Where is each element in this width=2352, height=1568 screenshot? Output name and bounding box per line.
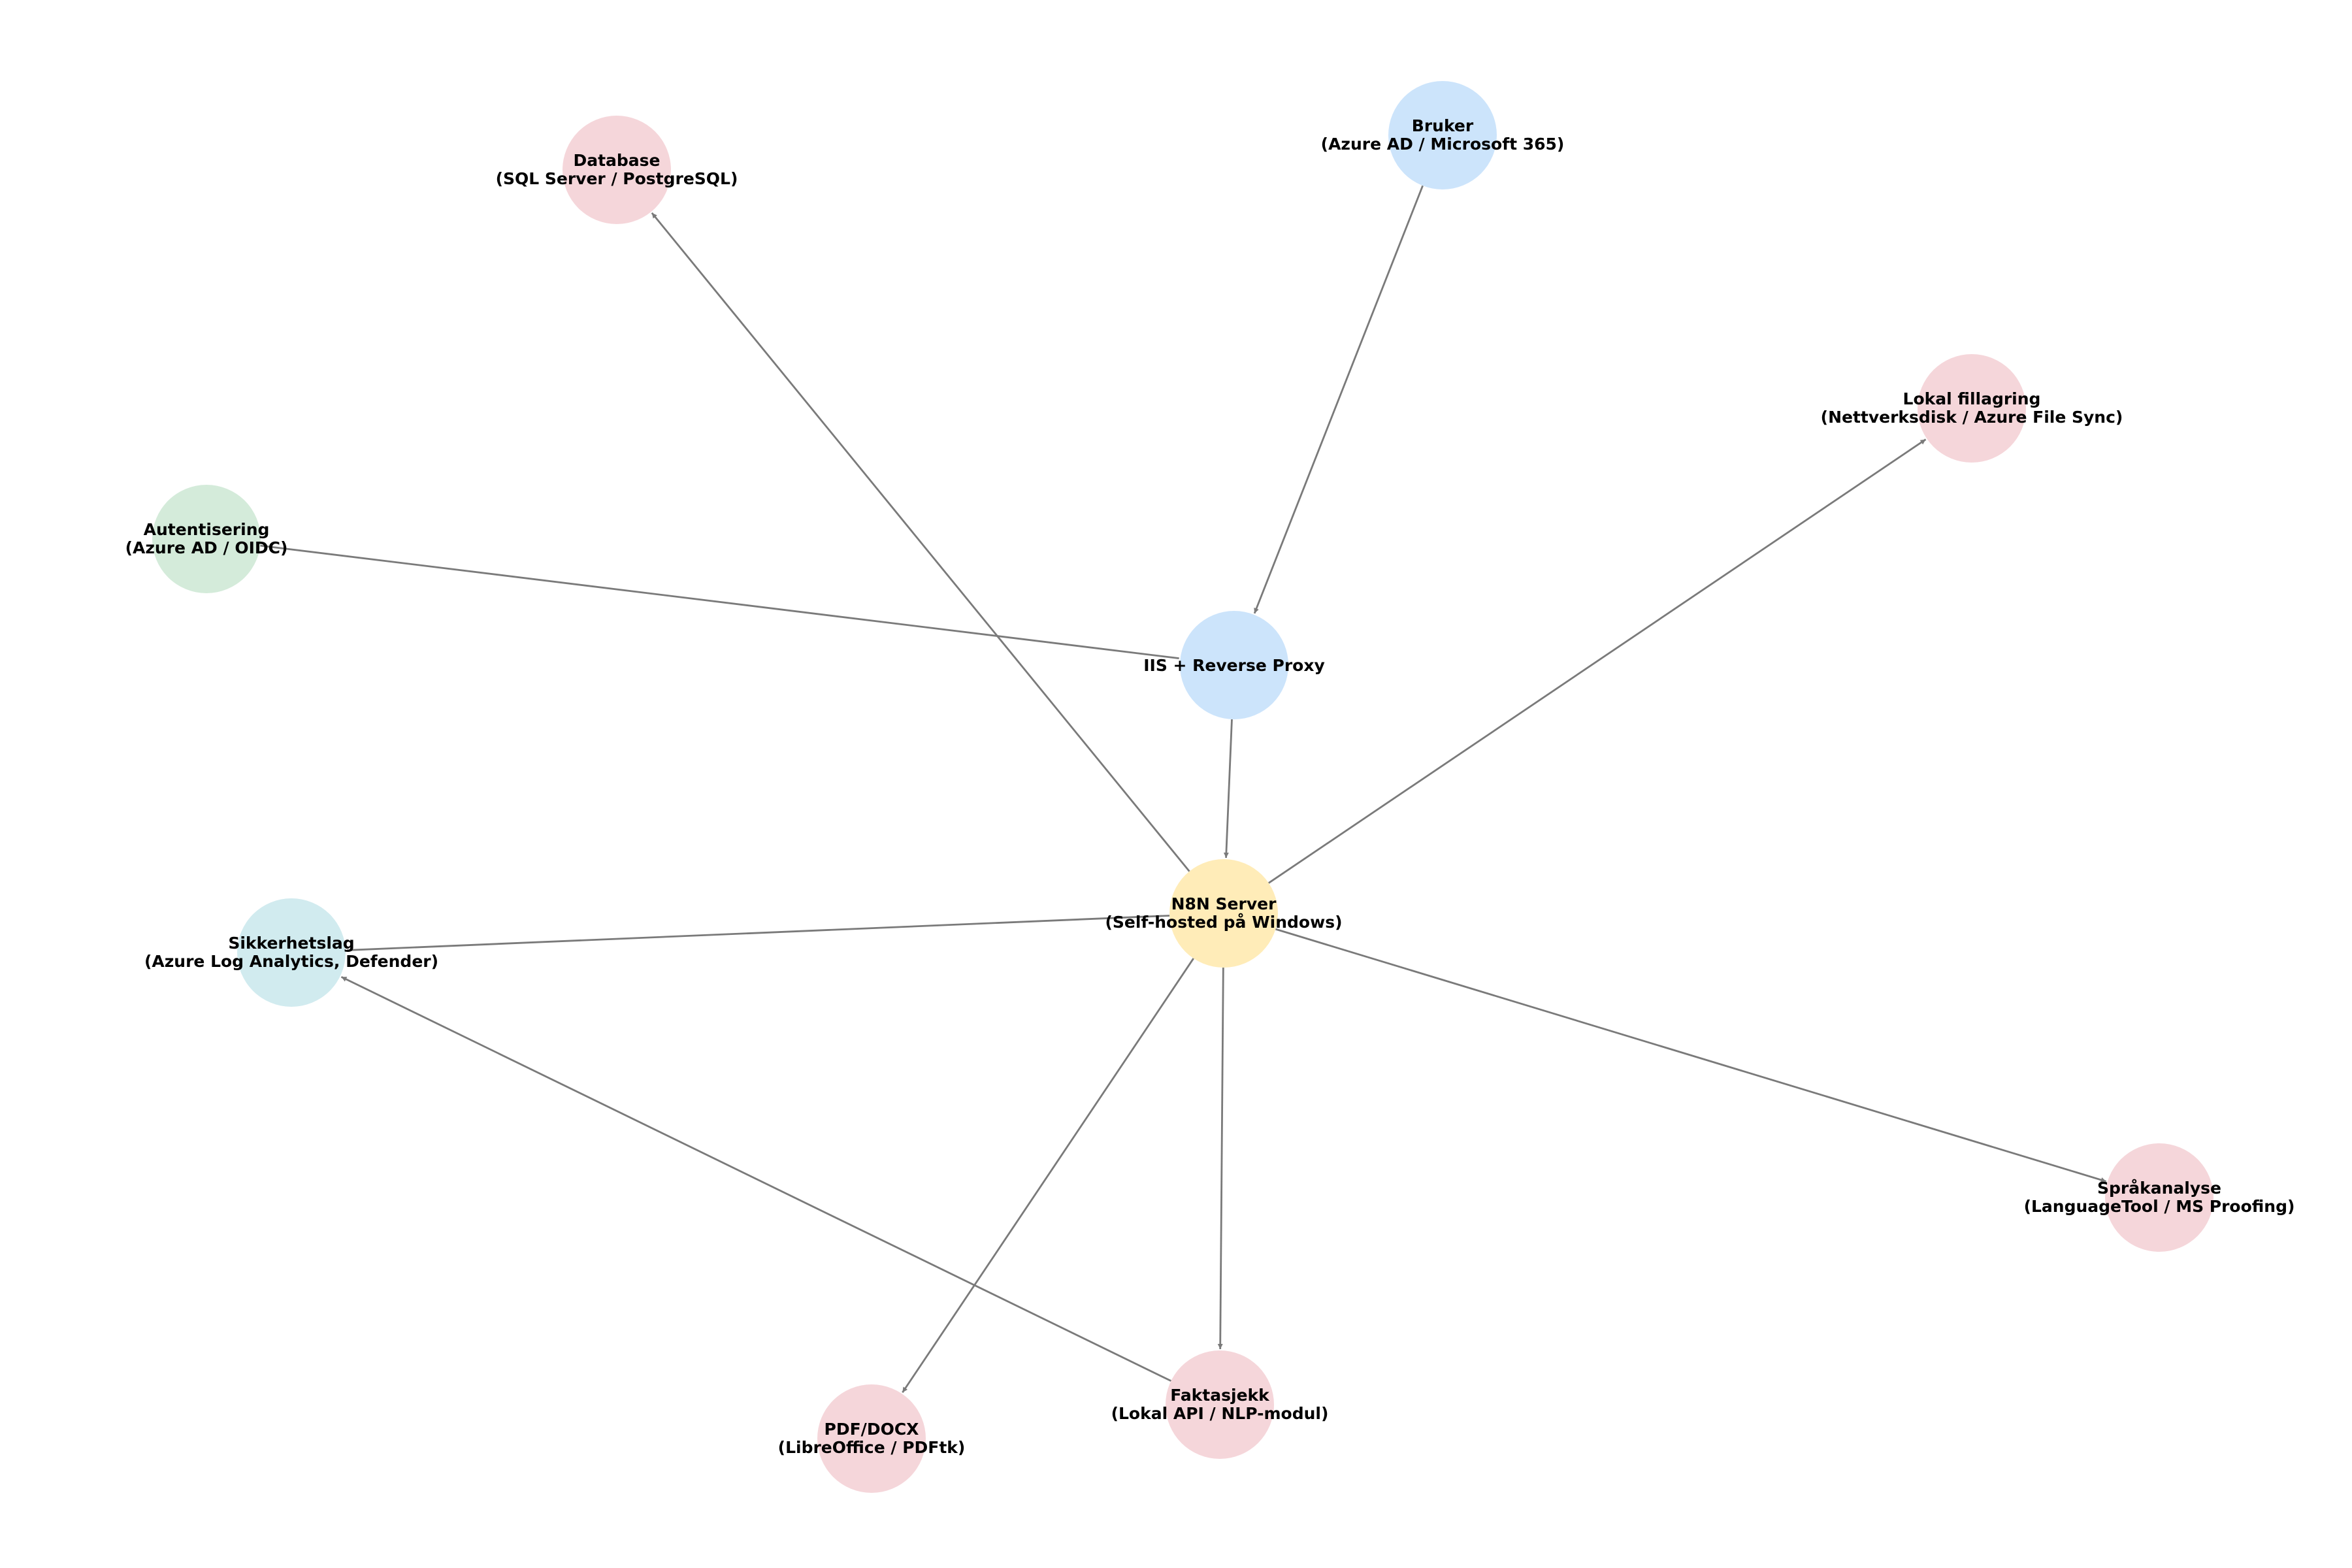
- node-subtitle-spraakanalyse: (LanguageTool / MS Proofing): [2024, 1197, 2295, 1216]
- node-title-bruker: Bruker: [1412, 116, 1474, 135]
- node-circle-database: [563, 116, 671, 224]
- edge-bruker-to-iis: [1253, 185, 1424, 614]
- edge-faktasjekk-to-sikkerhetslag: [340, 975, 1171, 1382]
- node-iis: IIS + Reverse Proxy: [1143, 611, 1325, 719]
- node-title-autentisering: Autentisering: [144, 520, 270, 539]
- node-sikkerhetslag: Sikkerhetslag(Azure Log Analytics, Defen…: [144, 898, 438, 1007]
- node-circle-faktasjekk: [1166, 1350, 1274, 1459]
- node-title-lokal-fillagring: Lokal fillagring: [1903, 389, 2041, 408]
- node-circle-sikkerhetslag: [237, 898, 346, 1007]
- nodes-layer: Bruker(Azure AD / Microsoft 365) Database…: [125, 81, 2295, 1493]
- node-subtitle-lokal-fillagring: (Nettverksdisk / Azure File Sync): [1821, 408, 2123, 427]
- node-subtitle-database: (SQL Server / PostgreSQL): [496, 169, 738, 188]
- node-autentisering: Autentisering(Azure AD / OIDC): [125, 485, 288, 593]
- node-circle-n8n: [1169, 859, 1278, 968]
- node-bruker: Bruker(Azure AD / Microsoft 365): [1321, 81, 1565, 189]
- edge-n8n-to-faktasjekk: [1217, 967, 1224, 1350]
- node-circle-pdf-docx: [817, 1384, 926, 1493]
- edge-n8n-to-sikkerhetslag: [346, 915, 1170, 951]
- node-title-spraakanalyse: Språkanalyse: [2097, 1179, 2221, 1198]
- node-subtitle-bruker: (Azure AD / Microsoft 365): [1321, 135, 1565, 154]
- node-title-n8n: N8N Server: [1171, 894, 1277, 913]
- node-pdf-docx: PDF/DOCX(LibreOffice / PDFtk): [778, 1384, 966, 1493]
- node-title-faktasjekk: Faktasjekk: [1170, 1386, 1270, 1405]
- edge-autentisering-to-iis: [260, 544, 1179, 660]
- edge-n8n-to-pdf-docx: [902, 958, 1194, 1394]
- node-subtitle-autentisering: (Azure AD / OIDC): [125, 538, 288, 557]
- node-title-pdf-docx: PDF/DOCX: [825, 1420, 919, 1439]
- node-lokal-fillagring: Lokal fillagring(Nettverksdisk / Azure F…: [1821, 354, 2123, 463]
- node-circle-iis: [1180, 611, 1288, 719]
- node-n8n: N8N Server(Self-hosted på Windows): [1105, 859, 1343, 968]
- node-subtitle-sikkerhetslag: (Azure Log Analytics, Defender): [144, 952, 438, 971]
- node-circle-autentisering: [152, 485, 261, 593]
- node-circle-bruker: [1388, 81, 1497, 189]
- node-title-database: Database: [573, 151, 660, 170]
- node-circle-lokal-fillagring: [1918, 354, 2026, 463]
- node-spraakanalyse: Språkanalyse(LanguageTool / MS Proofing): [2024, 1143, 2295, 1252]
- node-circle-spraakanalyse: [2105, 1143, 2213, 1252]
- node-subtitle-faktasjekk: (Lokal API / NLP-modul): [1111, 1404, 1329, 1423]
- node-faktasjekk: Faktasjekk(Lokal API / NLP-modul): [1111, 1350, 1329, 1459]
- edges-layer: [260, 185, 2107, 1394]
- edge-n8n-to-spraakanalyse: [1275, 928, 2107, 1183]
- node-subtitle-pdf-docx: (LibreOffice / PDFtk): [778, 1438, 966, 1457]
- node-database: Database(SQL Server / PostgreSQL): [496, 116, 738, 224]
- edge-iis-to-n8n: [1223, 719, 1233, 858]
- node-title-iis: IIS + Reverse Proxy: [1143, 656, 1325, 675]
- node-title-sikkerhetslag: Sikkerhetslag: [228, 934, 354, 953]
- edge-n8n-to-lokal-fillagring: [1268, 438, 1927, 884]
- node-subtitle-n8n: (Self-hosted på Windows): [1105, 913, 1342, 932]
- edge-n8n-to-database: [651, 212, 1190, 872]
